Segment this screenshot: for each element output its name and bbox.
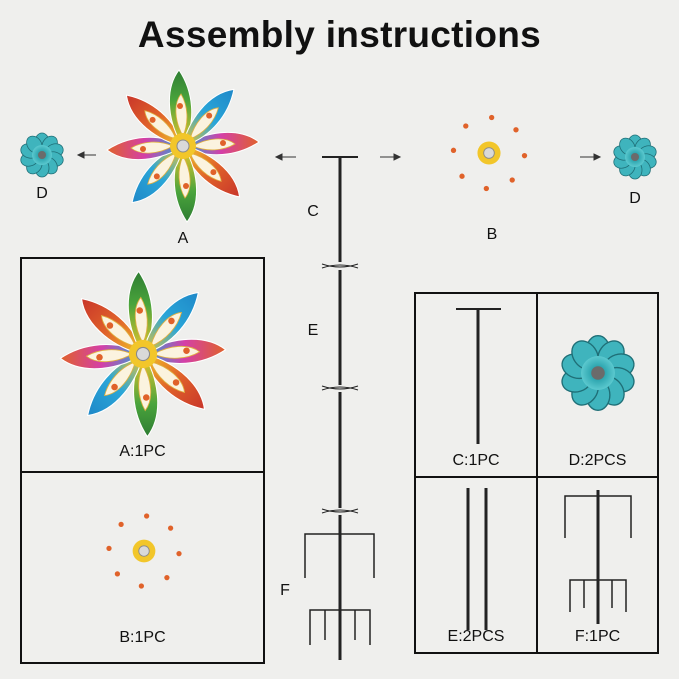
part-box-d: D:2PCS — [536, 292, 659, 478]
part-box-a: A:1PC — [20, 257, 265, 473]
ground-stake-f — [564, 490, 632, 624]
pinwheel-a-top — [106, 69, 260, 223]
label-f: F — [280, 582, 290, 599]
part-caption-c: C:1PC — [452, 452, 500, 469]
cap-d — [561, 335, 635, 411]
pinwheel-a — [59, 270, 227, 438]
part-caption-e: E:2PCS — [447, 628, 505, 645]
part-box-f: F:1PC — [536, 476, 659, 654]
part-caption-f: F:1PC — [574, 628, 621, 645]
cap-d-left — [20, 132, 64, 178]
label-c: C — [307, 203, 319, 220]
label-e: E — [307, 322, 319, 339]
label-d-left: D — [36, 185, 48, 202]
pinwheel-b — [106, 513, 182, 589]
part-caption-b: B:1PC — [119, 629, 166, 646]
part-caption-d: D:2PCS — [568, 452, 627, 469]
cap-d-right — [613, 134, 657, 180]
stake-top-c — [456, 308, 501, 444]
part-box-c: C:1PC — [414, 292, 538, 478]
label-b: B — [486, 226, 498, 243]
pinwheel-b-top — [450, 114, 528, 192]
part-caption-a: A:1PC — [119, 443, 166, 460]
label-a: A — [177, 230, 189, 247]
part-box-e: E:2PCS — [414, 476, 538, 654]
part-box-b: B:1PC — [20, 471, 265, 664]
page-title: Assembly instructions — [137, 14, 542, 55]
label-d-right: D — [629, 190, 641, 207]
stakes-e — [466, 488, 488, 630]
